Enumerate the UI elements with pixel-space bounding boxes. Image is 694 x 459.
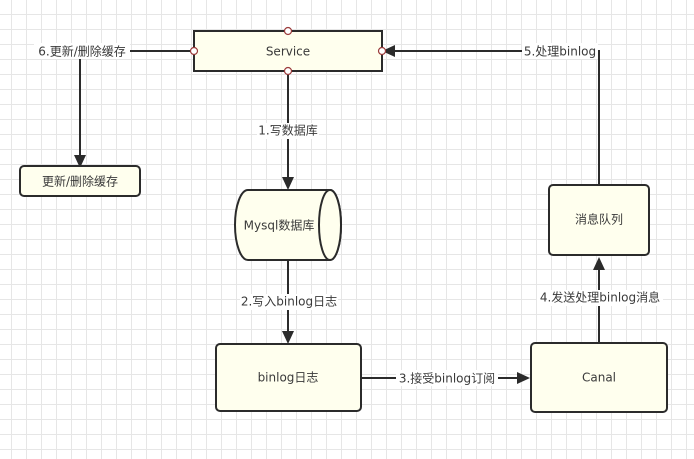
- node-service-label: Service: [266, 45, 310, 59]
- node-canal-label: Canal: [582, 371, 616, 385]
- node-mysql-label: Mysql数据库: [244, 218, 315, 233]
- edge-label-5: 5.处理binlog: [524, 45, 596, 59]
- edge-subscribe-binlog[interactable]: 3.接受binlog订阅: [361, 370, 530, 386]
- node-update-cache[interactable]: 更新/删除缓存: [19, 165, 141, 197]
- edge-label-1: 1.写数据库: [258, 123, 317, 138]
- arrow-head-icon: [282, 331, 294, 344]
- node-cache-label: 更新/删除缓存: [42, 174, 118, 189]
- connection-port-left[interactable]: [189, 46, 199, 56]
- edge-label-6: 6.更新/删除缓存: [38, 44, 126, 59]
- edge-process-binlog[interactable]: 5.处理binlog: [382, 43, 600, 185]
- arrow-head-icon: [517, 372, 530, 384]
- node-mq-label: 消息队列: [575, 212, 623, 227]
- arrow-head-icon: [282, 177, 294, 190]
- edge-label-2: 2.写入binlog日志: [241, 295, 337, 309]
- node-message-queue[interactable]: 消息队列: [548, 184, 650, 256]
- node-binlog-label: binlog日志: [258, 371, 319, 385]
- connection-port-top[interactable]: [283, 26, 293, 36]
- arrow-head-icon: [74, 155, 86, 168]
- edge-write-db[interactable]: 1.写数据库: [257, 71, 319, 190]
- edge-label-3: 3.接受binlog订阅: [399, 371, 495, 386]
- arrow-head-icon: [593, 257, 605, 270]
- connection-port-bottom[interactable]: [283, 66, 293, 76]
- node-binlog[interactable]: binlog日志: [215, 343, 362, 412]
- edge-label-4: 4.发送处理binlog消息: [540, 290, 660, 305]
- connection-port-right[interactable]: [377, 46, 387, 56]
- edge-write-binlog[interactable]: 2.写入binlog日志: [240, 260, 338, 344]
- edge-send-message[interactable]: 4.发送处理binlog消息: [537, 257, 663, 343]
- arrow-head-icon: [382, 45, 395, 57]
- node-canal[interactable]: Canal: [530, 342, 668, 413]
- edge-update-cache[interactable]: 6.更新/删除缓存: [34, 43, 194, 168]
- node-service[interactable]: Service: [189, 26, 387, 76]
- node-mysql-database[interactable]: Mysql数据库: [234, 189, 342, 261]
